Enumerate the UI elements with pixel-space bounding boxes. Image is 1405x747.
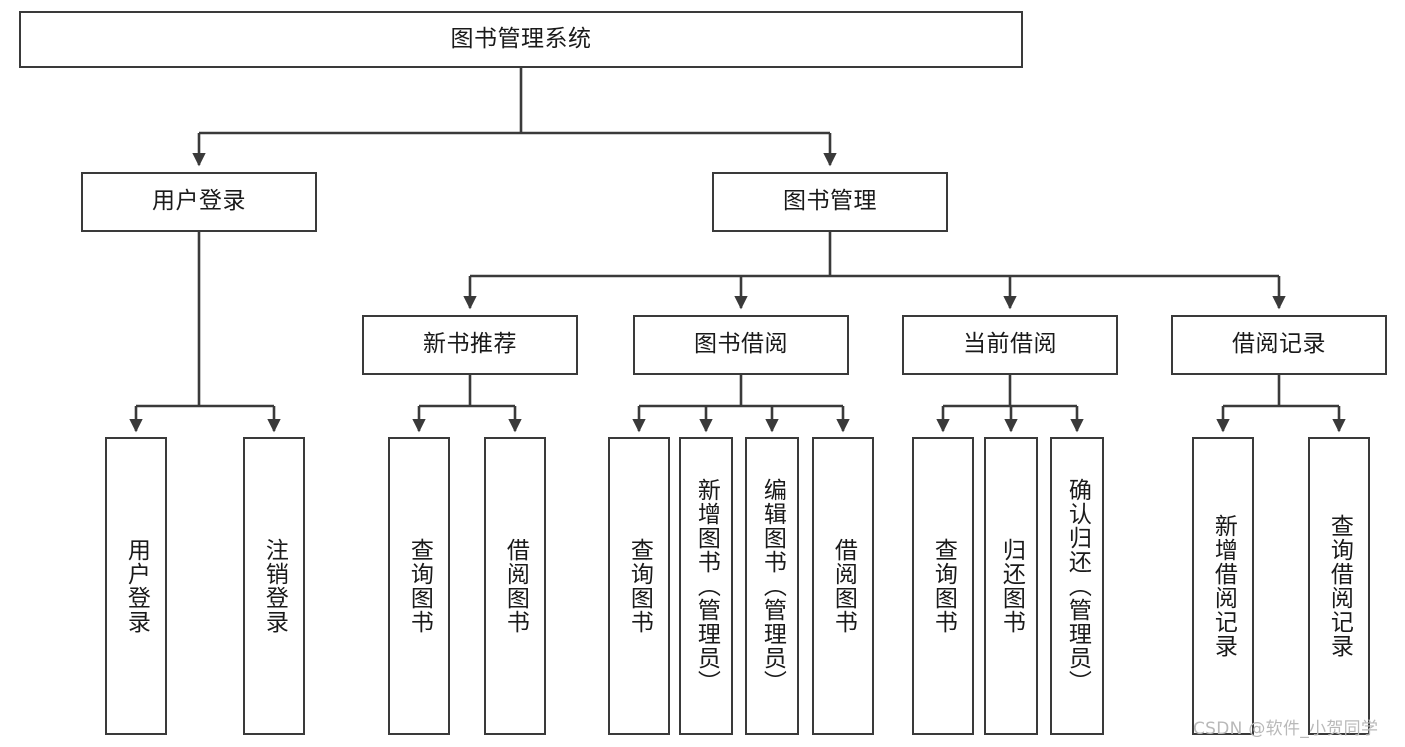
node-leaf-query-book-recommend[interactable]: 查询图书 (388, 437, 450, 735)
node-label: 确认归还（管理员） (1064, 478, 1091, 694)
node-leaf-logout[interactable]: 注销登录 (243, 437, 305, 735)
node-level2-user-login[interactable]: 用户登录 (81, 172, 317, 232)
node-label: 注销登录 (261, 538, 288, 634)
node-label: 图书借阅 (694, 331, 788, 358)
node-label: 归还图书 (998, 538, 1025, 634)
node-leaf-user-login[interactable]: 用户登录 (105, 437, 167, 735)
watermark: CSDN @软件_小贺同学 (1193, 719, 1379, 739)
node-leaf-query-book-current[interactable]: 查询图书 (912, 437, 974, 735)
node-leaf-add-borrow-record[interactable]: 新增借阅记录 (1192, 437, 1254, 735)
node-leaf-return-book[interactable]: 归还图书 (984, 437, 1038, 735)
node-label: 借阅记录 (1232, 331, 1326, 358)
node-label: 借阅图书 (502, 538, 529, 634)
node-label: 新书推荐 (423, 331, 517, 358)
node-label: 用户登录 (123, 538, 150, 634)
node-leaf-add-book-admin[interactable]: 新增图书（管理员） (679, 437, 733, 735)
node-level3-book-borrow[interactable]: 图书借阅 (633, 315, 849, 375)
node-leaf-query-book-borrow[interactable]: 查询图书 (608, 437, 670, 735)
node-level3-current-borrow[interactable]: 当前借阅 (902, 315, 1118, 375)
node-leaf-borrow-book-recommend[interactable]: 借阅图书 (484, 437, 546, 735)
node-label: 借阅图书 (830, 538, 857, 634)
node-label: 查询图书 (406, 538, 433, 634)
node-leaf-query-borrow-record[interactable]: 查询借阅记录 (1308, 437, 1370, 735)
node-leaf-borrow-book[interactable]: 借阅图书 (812, 437, 874, 735)
node-leaf-edit-book-admin[interactable]: 编辑图书（管理员） (745, 437, 799, 735)
node-label: 图书管理系统 (450, 25, 592, 52)
node-label: 查询图书 (930, 538, 957, 634)
node-label: 新增图书（管理员） (693, 478, 720, 694)
node-level2-book-management[interactable]: 图书管理 (712, 172, 948, 232)
node-label: 编辑图书（管理员） (759, 478, 786, 694)
node-label: 查询借阅记录 (1326, 514, 1353, 658)
node-label: 当前借阅 (963, 331, 1057, 358)
node-label: 新增借阅记录 (1210, 514, 1237, 658)
node-label: 图书管理 (783, 188, 877, 215)
node-root[interactable]: 图书管理系统 (19, 11, 1023, 68)
node-label: 用户登录 (152, 188, 246, 215)
node-level3-new-book-recommend[interactable]: 新书推荐 (362, 315, 578, 375)
node-label: 查询图书 (626, 538, 653, 634)
node-level3-borrow-records[interactable]: 借阅记录 (1171, 315, 1387, 375)
node-leaf-confirm-return-admin[interactable]: 确认归还（管理员） (1050, 437, 1104, 735)
